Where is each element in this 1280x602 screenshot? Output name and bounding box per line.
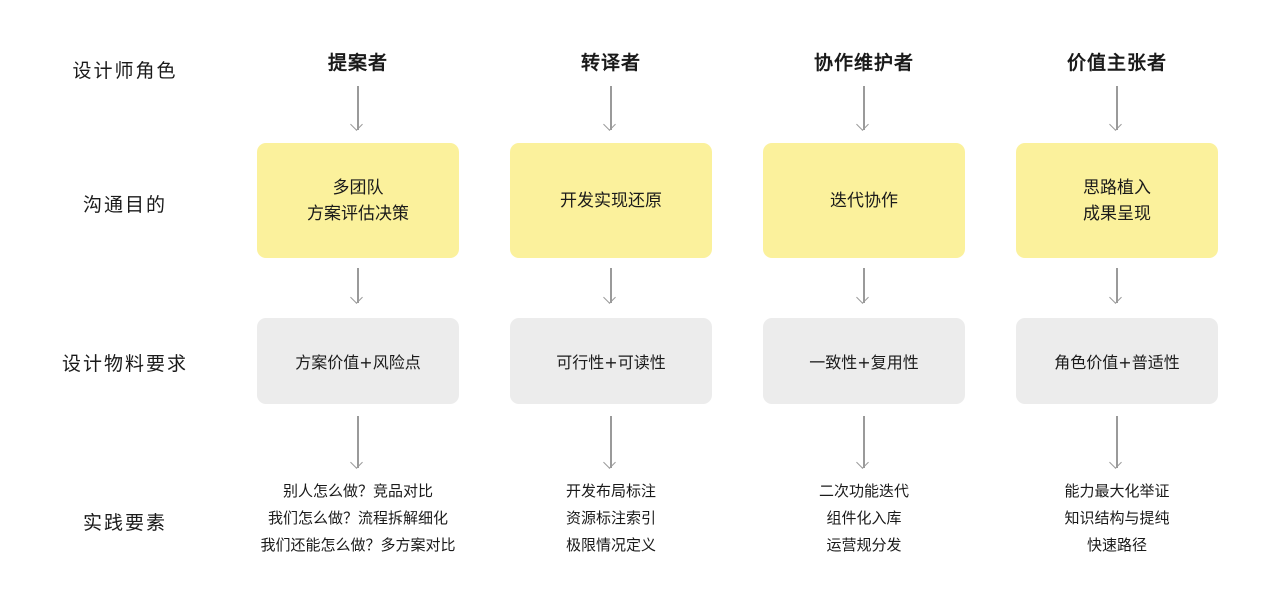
practice-item: 资源标注索引 — [565, 509, 656, 527]
requirement-box: 可行性+可读性 — [510, 318, 712, 404]
row-label-practice: 实践要素 — [82, 512, 167, 534]
practice-item: 开发布局标注 — [565, 482, 656, 500]
row-label-goal: 沟通目的 — [82, 194, 167, 216]
practice-item: 知识结构与提纯 — [1064, 509, 1170, 527]
practice-list: 别人怎么做？竞品对比 我们怎么做？流程拆解细化 我们还能怎么做？多方案对比 — [237, 478, 479, 559]
practice-item: 组件化入库 — [826, 509, 902, 527]
requirement-box: 一致性+复用性 — [763, 318, 965, 404]
row-label-requirement: 设计物料要求 — [61, 353, 188, 375]
column-translator: 转译者 开发实现还原 可行性+可读性 开发布局标注 资源标注索引 极限情况定义 — [510, 0, 712, 602]
goal-line: 成果呈现 — [1083, 203, 1151, 224]
role-title: 提案者 — [327, 52, 388, 74]
down-arrow-icon — [357, 268, 359, 303]
practice-list: 开发布局标注 资源标注索引 极限情况定义 — [490, 478, 732, 559]
goal-box: 思路植入 成果呈现 — [1016, 143, 1218, 258]
goal-line: 方案评估决策 — [307, 203, 409, 224]
requirement-box: 角色价值+普适性 — [1016, 318, 1218, 404]
practice-item: 运营规分发 — [826, 536, 902, 554]
goal-box: 迭代协作 — [763, 143, 965, 258]
practice-item: 我们怎么做？流程拆解细化 — [267, 509, 448, 527]
practice-item: 我们还能怎么做？多方案对比 — [260, 536, 456, 554]
goal-line: 思路植入 — [1083, 177, 1151, 198]
practice-item: 别人怎么做？竞品对比 — [282, 482, 433, 500]
down-arrow-icon — [1116, 268, 1118, 303]
practice-item: 极限情况定义 — [565, 536, 656, 554]
role-title: 协作维护者 — [813, 52, 914, 74]
role-title: 价值主张者 — [1066, 52, 1167, 74]
row-label-role: 设计师角色 — [72, 60, 178, 82]
down-arrow-icon — [1116, 86, 1118, 130]
column-value-advocate: 价值主张者 思路植入 成果呈现 角色价值+普适性 能力最大化举证 知识结构与提纯… — [1016, 0, 1218, 602]
down-arrow-icon — [610, 416, 612, 468]
column-proposer: 提案者 多团队 方案评估决策 方案价值+风险点 别人怎么做？竞品对比 我们怎么做… — [257, 0, 459, 602]
requirement-box: 方案价值+风险点 — [257, 318, 459, 404]
column-collaborator: 协作维护者 迭代协作 一致性+复用性 二次功能迭代 组件化入库 运营规分发 — [763, 0, 965, 602]
goal-box: 多团队 方案评估决策 — [257, 143, 459, 258]
goal-line: 开发实现还原 — [560, 190, 662, 211]
practice-item: 快速路径 — [1086, 536, 1147, 554]
goal-line: 迭代协作 — [830, 190, 898, 211]
down-arrow-icon — [357, 86, 359, 130]
down-arrow-icon — [357, 416, 359, 468]
goal-box: 开发实现还原 — [510, 143, 712, 258]
down-arrow-icon — [1116, 416, 1118, 468]
down-arrow-icon — [610, 268, 612, 303]
goal-line: 多团队 — [332, 177, 384, 198]
practice-list: 能力最大化举证 知识结构与提纯 快速路径 — [996, 478, 1238, 559]
practice-list: 二次功能迭代 组件化入库 运营规分发 — [743, 478, 985, 559]
down-arrow-icon — [863, 86, 865, 130]
down-arrow-icon — [863, 416, 865, 468]
role-title: 转译者 — [580, 52, 641, 74]
down-arrow-icon — [863, 268, 865, 303]
down-arrow-icon — [610, 86, 612, 130]
practice-item: 能力最大化举证 — [1064, 482, 1170, 500]
practice-item: 二次功能迭代 — [818, 482, 909, 500]
